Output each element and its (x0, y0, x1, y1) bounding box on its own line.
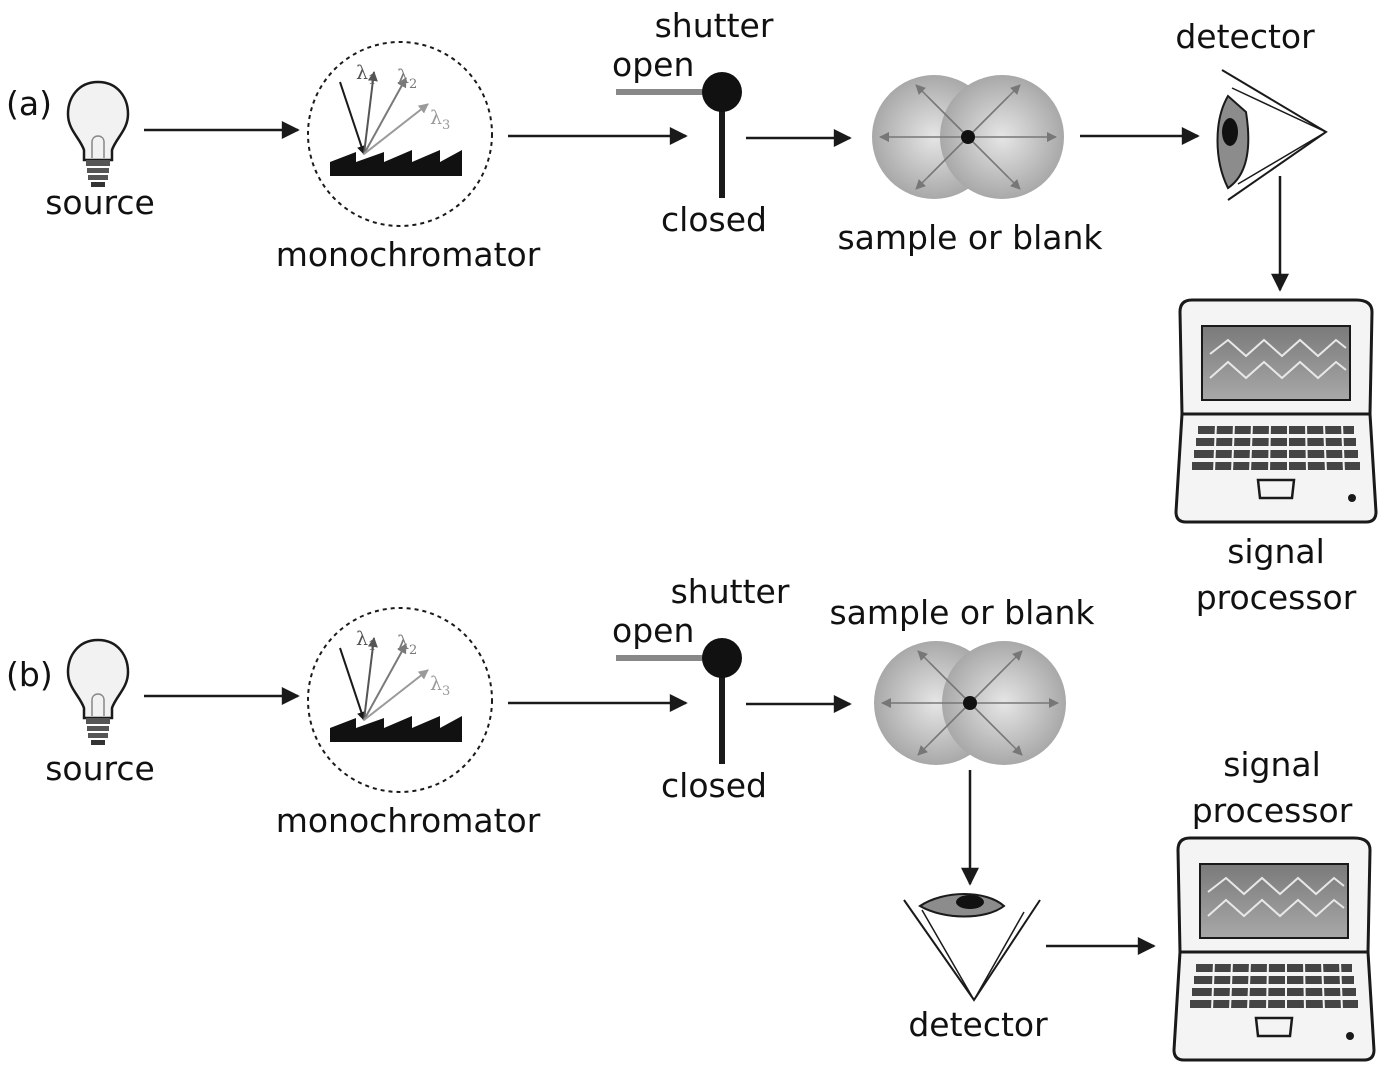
shutter-closed-label: closed (661, 200, 767, 239)
panel-a-tag: (a) (6, 84, 52, 123)
lambda-1-label: λ1 (356, 62, 376, 88)
shutter-icon (616, 72, 742, 198)
sample-label: sample or blank (837, 218, 1103, 257)
source-label: source (45, 183, 155, 222)
processor-label-line1: signal (1227, 532, 1325, 571)
panel-b-tag: (b) (6, 655, 53, 694)
sample-cuvette-icon (872, 75, 1064, 199)
shutter-open-label: open (612, 611, 694, 650)
shutter-label: shutter (655, 6, 774, 45)
lambda-1-label: λ1 (356, 628, 376, 654)
processor-label-line1: signal (1223, 745, 1321, 784)
detector-label: detector (908, 1005, 1048, 1044)
sample-label: sample or blank (829, 593, 1095, 632)
monochromator-label: monochromator (276, 235, 541, 274)
processor-label-line2: processor (1196, 578, 1357, 617)
laptop-icon (1172, 836, 1376, 1062)
light-bulb-icon (66, 638, 130, 747)
shutter-open-label: open (612, 45, 694, 84)
shutter-label: shutter (671, 572, 790, 611)
lambda-2-label: λ2 (397, 66, 417, 92)
shutter-icon (616, 638, 742, 764)
panel-a: (a) source λ1 λ2 λ3 monochromator shutte… (6, 6, 1378, 617)
panel-b: (b) source λ1 λ2 λ3 monochromator shutte… (6, 572, 1376, 1062)
detector-eye-icon (1216, 69, 1328, 201)
processor-label-line2: processor (1192, 791, 1353, 830)
detector-eye-icon (903, 893, 1041, 1002)
light-bulb-icon (66, 80, 130, 189)
detector-label: detector (1175, 17, 1315, 56)
laptop-icon (1174, 298, 1378, 524)
lambda-3-label: λ3 (430, 107, 450, 133)
source-label: source (45, 749, 155, 788)
lambda-3-label: λ3 (430, 673, 450, 699)
shutter-closed-label: closed (661, 766, 767, 805)
monochromator-label: monochromator (276, 801, 541, 840)
sample-cuvette-icon (874, 641, 1066, 765)
lambda-2-label: λ2 (397, 632, 417, 658)
